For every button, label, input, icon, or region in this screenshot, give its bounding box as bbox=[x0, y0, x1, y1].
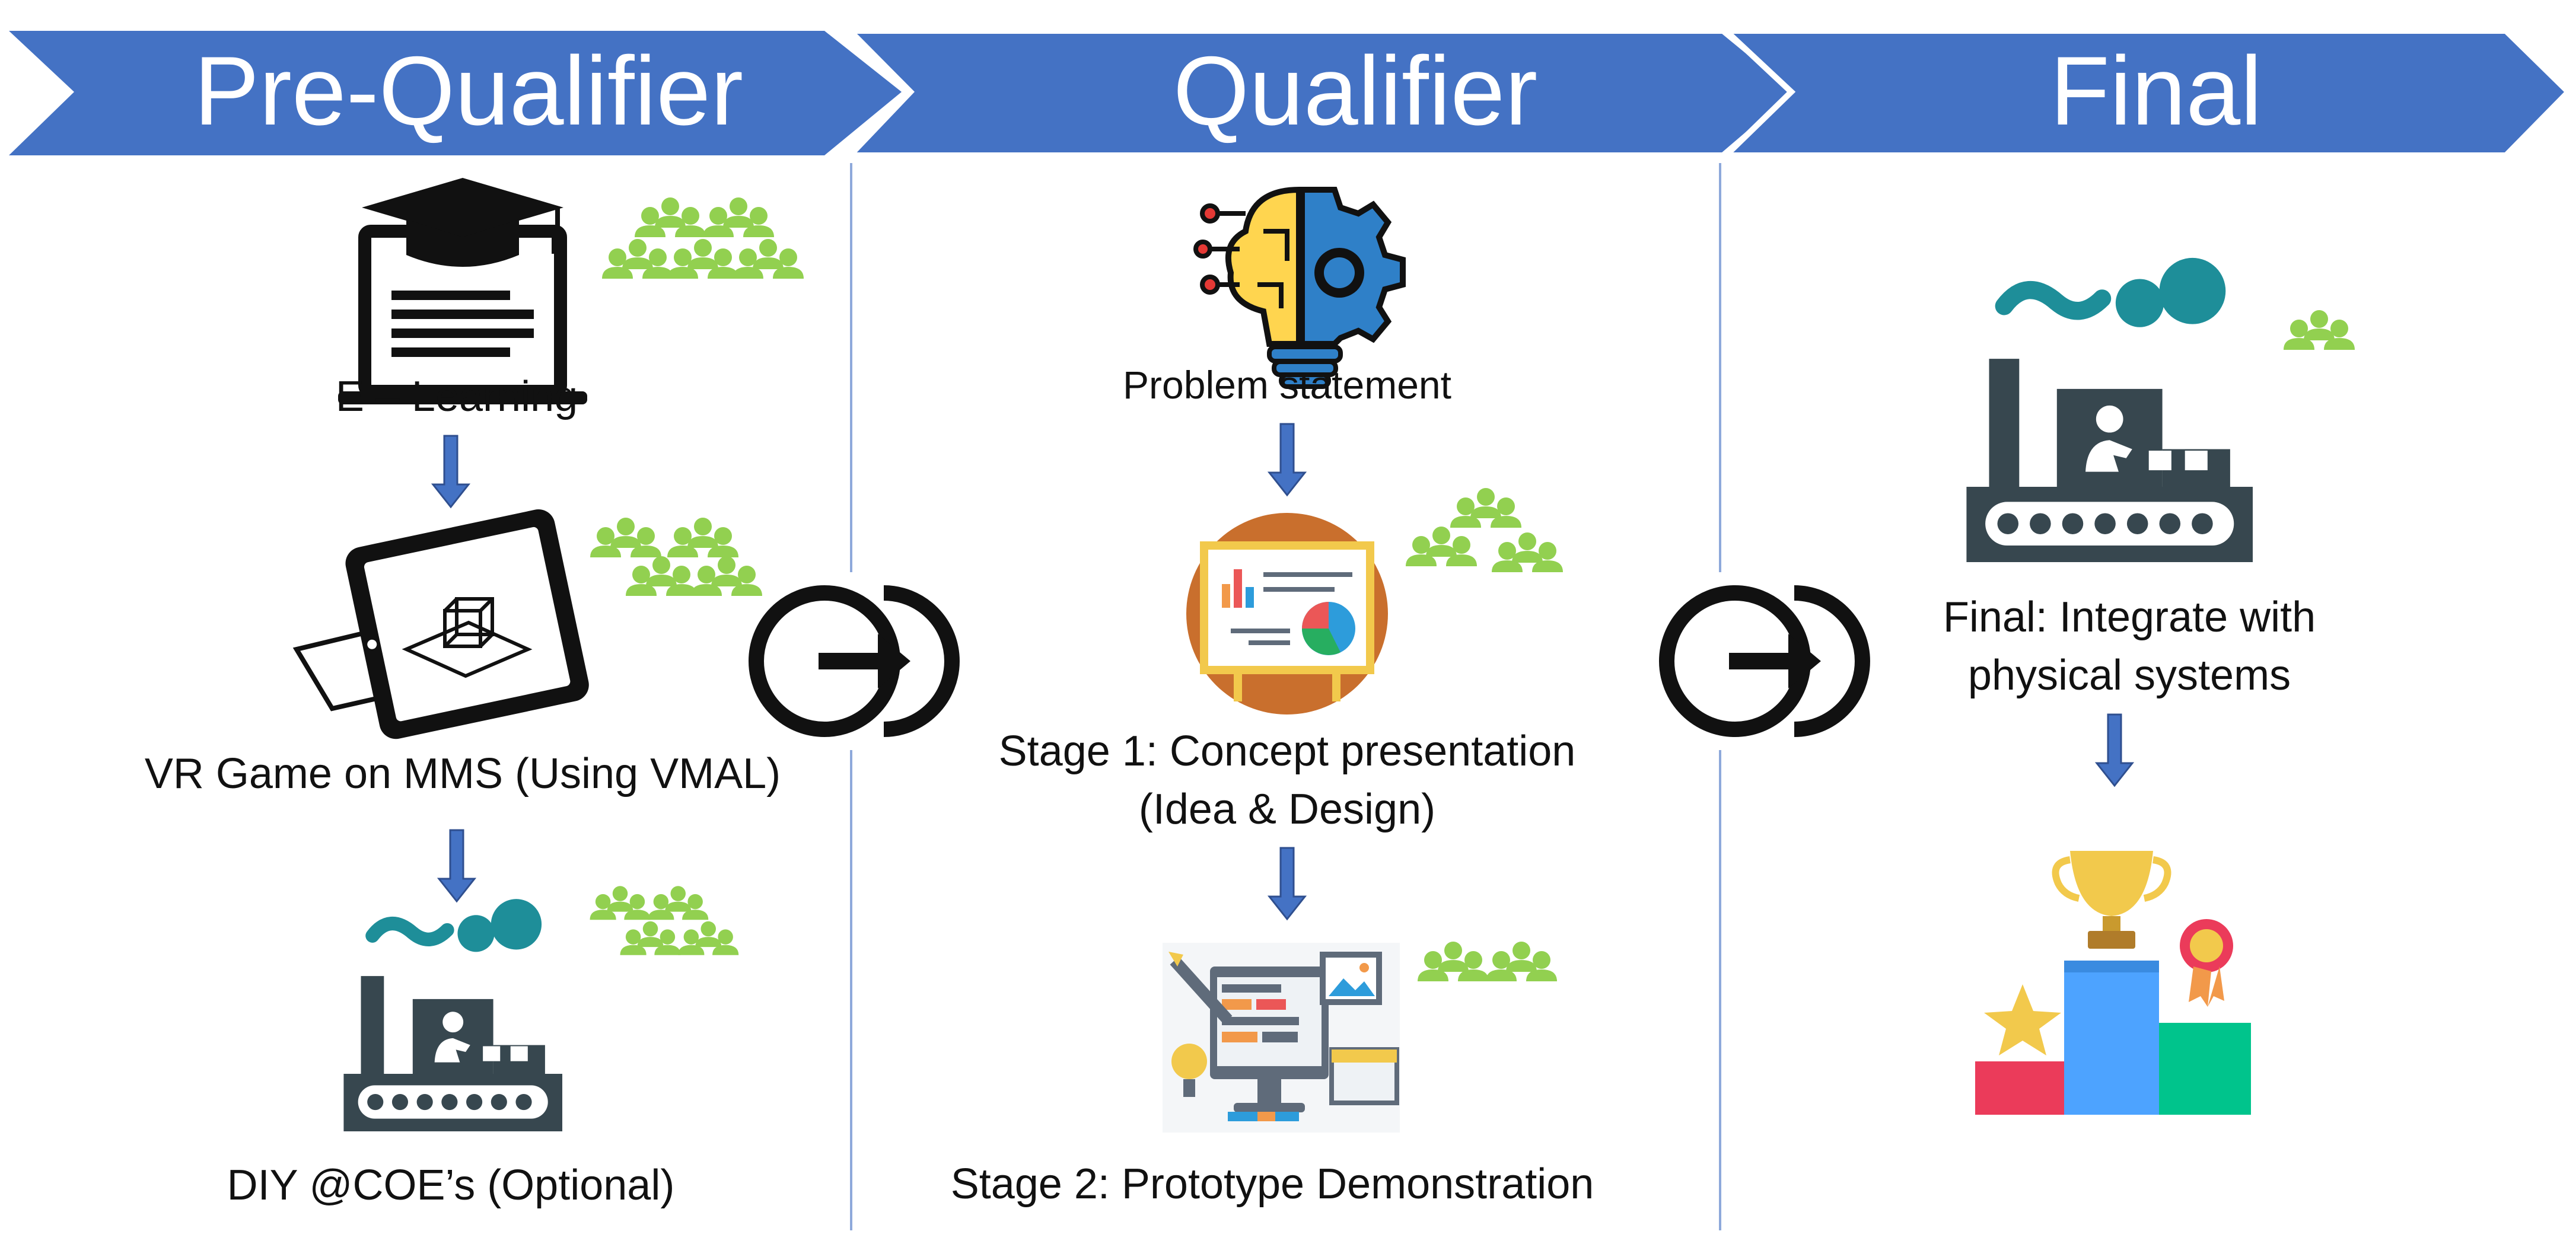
advance-arrow-icon bbox=[1658, 572, 1870, 750]
stage-banner bbox=[9, 28, 2573, 158]
advance-arrow-icon bbox=[747, 572, 960, 750]
people-group-icon bbox=[590, 886, 739, 955]
label-final-line2: physical systems bbox=[1967, 652, 2291, 699]
people-group-icon bbox=[1406, 488, 1563, 572]
label-e-learning: E – Learning bbox=[335, 373, 578, 420]
label-problem-statement: Problem statement bbox=[1123, 363, 1451, 407]
people-group-icon bbox=[602, 197, 804, 279]
down-arrow bbox=[432, 435, 470, 508]
factory-icon bbox=[1966, 258, 2253, 562]
graduation-laptop-icon bbox=[338, 178, 587, 404]
brain-bulb-icon bbox=[1193, 186, 1406, 389]
chevron-pre-qualifier bbox=[9, 31, 902, 155]
people-group-icon bbox=[2284, 310, 2355, 350]
stage-title-pre-qualifier: Pre-Qualifier bbox=[193, 36, 744, 145]
down-arrow bbox=[1268, 423, 1306, 496]
prototype-design-icon bbox=[1163, 943, 1400, 1133]
vr-tablet-icon bbox=[292, 509, 589, 739]
stage-title-final: Final bbox=[2050, 36, 2262, 145]
label-vr-game: VR Game on MMS (Using VMAL) bbox=[144, 750, 781, 798]
label-stage2: Stage 2: Prototype Demonstration bbox=[950, 1160, 1594, 1208]
factory-icon bbox=[343, 899, 562, 1131]
stage-title-qualifier: Qualifier bbox=[1173, 36, 1538, 145]
podium-trophy-icon bbox=[1975, 851, 2251, 1115]
chevron-final bbox=[1718, 28, 2573, 158]
label-diy: DIY @COE’s (Optional) bbox=[227, 1162, 675, 1209]
label-stage1-line1: Stage 1: Concept presentation bbox=[998, 728, 1576, 775]
down-arrow bbox=[438, 829, 476, 902]
label-final-line1: Final: Integrate with bbox=[1943, 594, 2316, 641]
people-group-icon bbox=[1418, 942, 1557, 981]
label-stage1-line2: (Idea & Design) bbox=[1138, 786, 1436, 833]
people-group-icon bbox=[590, 518, 762, 596]
down-arrow bbox=[1268, 847, 1306, 920]
presentation-board-icon bbox=[1186, 513, 1388, 714]
down-arrow bbox=[2096, 713, 2134, 787]
